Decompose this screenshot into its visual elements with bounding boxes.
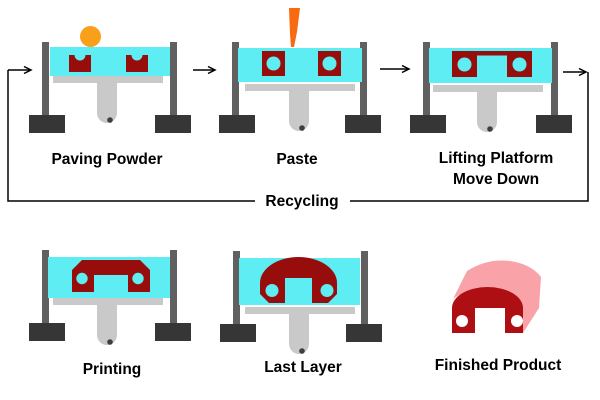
part-hole-left [266, 56, 281, 71]
machine-printing [29, 250, 191, 345]
machine-last-layer [220, 251, 382, 354]
label-paving-powder: Paving Powder [51, 151, 163, 168]
product-hole-right [511, 315, 523, 327]
recycling-loop-right [350, 72, 589, 202]
part-bridge [72, 260, 150, 292]
part-hole-left [76, 272, 88, 285]
part-hole-left [265, 284, 279, 297]
lifting-platform [53, 298, 163, 345]
part-hole-left [457, 57, 472, 72]
label-paste: Paste [276, 151, 318, 168]
label-lifting-platform: Lifting Platform [438, 150, 554, 167]
label-finished-product: Finished Product [434, 357, 562, 374]
label-move-down: Move Down [452, 171, 540, 188]
label-printing: Printing [82, 361, 142, 378]
part-arch [260, 257, 337, 303]
recycling-loop-left [7, 70, 255, 202]
label-recycling: Recycling [265, 193, 339, 210]
part-cup-right [126, 55, 148, 72]
finished-product-graphic [452, 260, 541, 333]
label-last-layer: Last Layer [264, 359, 342, 376]
lifting-platform [433, 85, 543, 132]
paste-nozzle-icon [289, 8, 300, 47]
lifting-platform [245, 84, 355, 131]
machine-paste [219, 8, 381, 133]
powder-tank [238, 48, 362, 82]
powder-ball-icon [80, 26, 101, 47]
part-cup-left [69, 55, 91, 72]
powder-tank [50, 47, 170, 76]
machine-paving-powder [29, 26, 191, 133]
part-hole-right [322, 56, 337, 71]
product-hole-left [456, 315, 468, 327]
part-hole-right [320, 284, 334, 297]
lifting-platform [245, 307, 355, 354]
part-hole-right [132, 272, 144, 285]
product-front-face [452, 287, 523, 333]
machine-lifting-platform [410, 42, 572, 133]
product-3d-side [453, 260, 541, 333]
part-top-bar [452, 51, 532, 56]
part-hole-right [512, 57, 527, 72]
lifting-platform [53, 76, 163, 123]
